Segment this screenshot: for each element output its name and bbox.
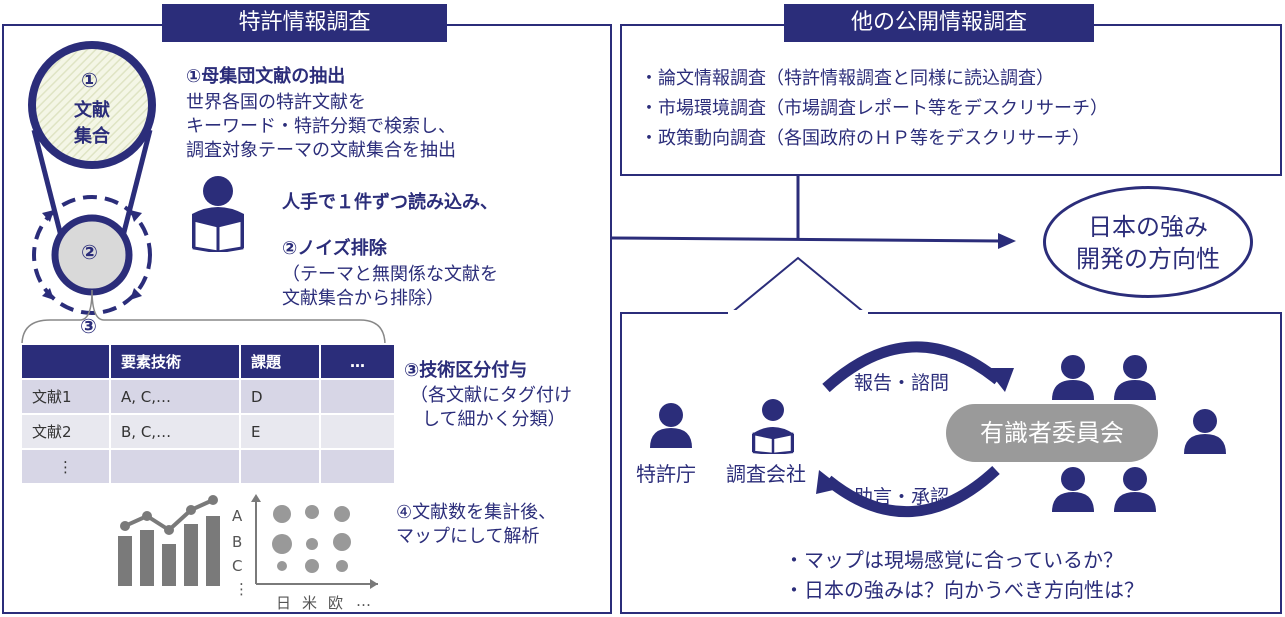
- company-reader-icon: [752, 399, 794, 454]
- map-x-label: 日: [276, 594, 292, 612]
- table-cell: [319, 413, 396, 450]
- bar-line-chart-icon: [118, 495, 220, 586]
- map-x-label: 米: [302, 594, 318, 612]
- committee-member-icon: [1184, 409, 1226, 454]
- funnel-diagram: [21, 41, 386, 346]
- committee-member-icon: [1114, 355, 1156, 400]
- other-survey-header: 他の公開情報調査: [784, 4, 1094, 42]
- advice-label: 助言・承認: [854, 486, 950, 508]
- other-survey-item: ・市場環境調査（市場調査レポート等をデスクリサーチ）: [640, 98, 1108, 119]
- circle3-number: ③: [80, 314, 97, 338]
- report-label: 報告・諮問: [854, 372, 950, 394]
- reading-note: 人手で１件ずつ読み込み、: [282, 192, 498, 213]
- step1-line: 調査対象テーマの文献集合を抽出: [186, 140, 456, 161]
- map-y-label: A: [232, 507, 243, 525]
- table-header: 課題: [239, 343, 321, 380]
- step2-line: （テーマと無関係な文献を: [282, 264, 498, 285]
- map-y-label: C: [232, 557, 243, 575]
- goal-oval: 日本の強み 開発の方向性: [1043, 186, 1253, 298]
- goal-line2: 開発の方向性: [1076, 245, 1220, 273]
- committee-member-icon: [1052, 467, 1094, 512]
- bubble-map-icon: [251, 494, 378, 589]
- step2-line: 文献集合から排除）: [282, 288, 444, 309]
- committee-member-icon: [1114, 467, 1156, 512]
- flow-arrows: [816, 341, 1014, 518]
- table-row: 文献2 B, C,… E: [20, 413, 396, 450]
- step1-title: ①母集団文献の抽出: [186, 66, 346, 87]
- step3-line: （各文献にタグ付け: [410, 385, 572, 406]
- circle2-number: ②: [81, 240, 98, 264]
- table-cell: 文献2: [20, 413, 111, 450]
- patent-survey-header: 特許情報調査: [162, 4, 447, 42]
- table-cell: ⋮: [20, 448, 111, 485]
- question-line: ・日本の強みは？向かうべき方向性は？: [784, 578, 1144, 602]
- map-x-label: …: [356, 592, 371, 610]
- committee-member-icon: [1052, 355, 1094, 400]
- circle1-number: ①: [81, 68, 98, 92]
- map-y-label: B: [232, 533, 243, 551]
- committee-panel: [620, 312, 1282, 614]
- table-header: …: [319, 343, 396, 380]
- table-cell: [319, 448, 396, 485]
- table-header: 要素技術: [109, 343, 241, 380]
- table-row: 文献1 A, C,… D: [20, 378, 396, 415]
- table-cell: [319, 378, 396, 415]
- table-cell: [239, 448, 321, 485]
- other-survey-item: ・政策動向調査（各国政府のＨＰ等をデスクリサーチ）: [640, 128, 1090, 149]
- tag-table: 要素技術 課題 … 文献1 A, C,… D 文献2 B, C,… E ⋮: [20, 343, 396, 485]
- step3-title: ③技術区分付与: [404, 360, 528, 381]
- table-cell: E: [239, 413, 321, 450]
- goal-line1: 日本の強み: [1088, 213, 1208, 241]
- step4-line: マップにして解析: [396, 526, 540, 547]
- other-survey-panel: [620, 24, 1282, 176]
- company-label: 調査会社: [726, 462, 806, 486]
- document-set-circle: [28, 41, 156, 169]
- table-cell: D: [239, 378, 321, 415]
- table-header: [20, 343, 111, 380]
- step1-line: キーワード・特許分類で検索し、: [186, 116, 456, 137]
- step1-line: 世界各国の特許文献を: [186, 92, 366, 113]
- table-row: ⋮: [20, 448, 396, 485]
- question-line: ・マップは現場感覚に合っているか？: [784, 548, 1123, 572]
- other-survey-item: ・論文情報調査（特許情報調査と同様に読込調査）: [640, 68, 1054, 89]
- reader-icon: [192, 176, 244, 252]
- circle1-line2: 集合: [74, 126, 110, 147]
- table-cell: [109, 448, 241, 485]
- circle1-line1: 文献: [74, 100, 110, 121]
- jpo-label: 特許庁: [636, 462, 696, 486]
- table-cell: B, C,…: [109, 413, 241, 450]
- step3-line: して細かく分類）: [422, 409, 566, 430]
- table-cell: 文献1: [20, 378, 111, 415]
- step4-line: ④文献数を集計後、: [396, 502, 557, 523]
- committee-pill: 有識者委員会: [946, 404, 1158, 462]
- map-x-label: 欧: [328, 594, 344, 612]
- map-y-label: ⋮: [234, 580, 249, 598]
- table-cell: A, C,…: [109, 378, 241, 415]
- step2-title: ②ノイズ排除: [282, 238, 387, 259]
- jpo-person-icon: [650, 403, 692, 448]
